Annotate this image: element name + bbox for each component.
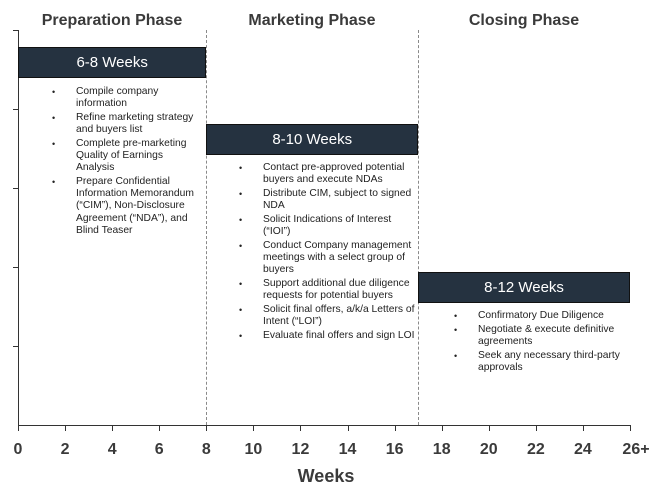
task-item: Complete pre-marketing Quality of Earnin…: [52, 138, 202, 175]
x-tick-label: 0: [13, 441, 23, 458]
duration-bar-marketing: 8-10 Weeks: [206, 124, 419, 155]
x-tick-label: 6: [154, 441, 164, 458]
x-tick-label: 4: [107, 441, 117, 458]
y-axis-line: [18, 30, 19, 426]
task-item: Confirmatory Due Diligence: [454, 310, 629, 322]
x-tick-label: 10: [244, 441, 263, 458]
phase-title-closing: Closing Phase: [468, 12, 580, 29]
x-axis-line: [18, 425, 630, 426]
task-item: Contact pre-approved potential buyers an…: [239, 162, 415, 186]
y-tick: [13, 30, 19, 31]
x-tick-label: 14: [338, 441, 357, 458]
phase-divider-marketing: [206, 30, 207, 425]
x-tick-mark: [535, 425, 537, 431]
x-tick-mark: [630, 425, 631, 431]
x-tick-label: 20: [479, 441, 498, 458]
phase-divider-closing: [418, 30, 419, 425]
task-item: Support additional due diligence request…: [239, 278, 415, 302]
task-item: Solicit Indications of Interest (“IOI”): [239, 214, 415, 238]
task-item: Compile company information: [52, 86, 202, 110]
task-item: Evaluate final offers and sign LOI: [239, 330, 415, 342]
phase-title-preparation: Preparation Phase: [41, 12, 183, 29]
task-item: Negotiate & execute definitive agreement…: [454, 324, 629, 348]
x-tick-mark: [394, 425, 396, 431]
task-item: Prepare Confidential Information Memoran…: [52, 176, 202, 237]
task-item: Distribute CIM, subject to signed NDA: [239, 188, 415, 212]
x-tick-mark: [253, 425, 255, 431]
task-item: Conduct Company management meetings with…: [239, 240, 415, 277]
task-list-preparation: Compile company information Refine marke…: [52, 86, 202, 238]
x-tick-label: 18: [432, 441, 451, 458]
x-tick-label: 8: [201, 441, 211, 458]
x-axis-title: Weeks: [297, 466, 355, 486]
duration-bar-preparation: 6-8 Weeks: [18, 47, 207, 78]
phase-title-marketing: Marketing Phase: [248, 12, 376, 29]
duration-bar-closing: 8-12 Weeks: [418, 272, 630, 303]
x-tick-mark: [65, 425, 67, 431]
duration-label-marketing: 8-10 Weeks: [272, 131, 353, 148]
x-tick-mark: [488, 425, 490, 431]
x-tick-mark: [18, 425, 19, 431]
x-tick-mark: [441, 425, 443, 431]
x-tick-label: 22: [526, 441, 545, 458]
y-tick: [13, 346, 19, 347]
x-tick-mark: [159, 425, 161, 431]
duration-label-preparation: 6-8 Weeks: [76, 54, 148, 71]
y-tick: [13, 188, 19, 189]
task-item: Seek any necessary third-party approvals: [454, 350, 629, 374]
x-tick-label: 12: [291, 441, 310, 458]
y-tick: [13, 109, 19, 110]
task-list-marketing: Contact pre-approved potential buyers an…: [239, 162, 415, 343]
x-tick-label: 24: [574, 441, 592, 458]
x-tick-mark: [206, 425, 208, 431]
x-tick-label: 26+: [622, 441, 650, 458]
x-tick-mark: [582, 425, 584, 431]
task-list-closing: Confirmatory Due Diligence Negotiate & e…: [454, 310, 629, 376]
x-tick-mark: [347, 425, 349, 431]
x-tick-label: 16: [385, 441, 404, 458]
x-tick-mark: [300, 425, 302, 431]
x-tick-label: 2: [60, 441, 70, 458]
task-item: Refine marketing strategy and buyers lis…: [52, 112, 202, 136]
duration-label-closing: 8-12 Weeks: [484, 279, 564, 296]
x-tick-mark: [112, 425, 114, 431]
task-item: Solicit final offers, a/k/a Letters of I…: [239, 304, 415, 328]
y-tick: [13, 267, 19, 268]
